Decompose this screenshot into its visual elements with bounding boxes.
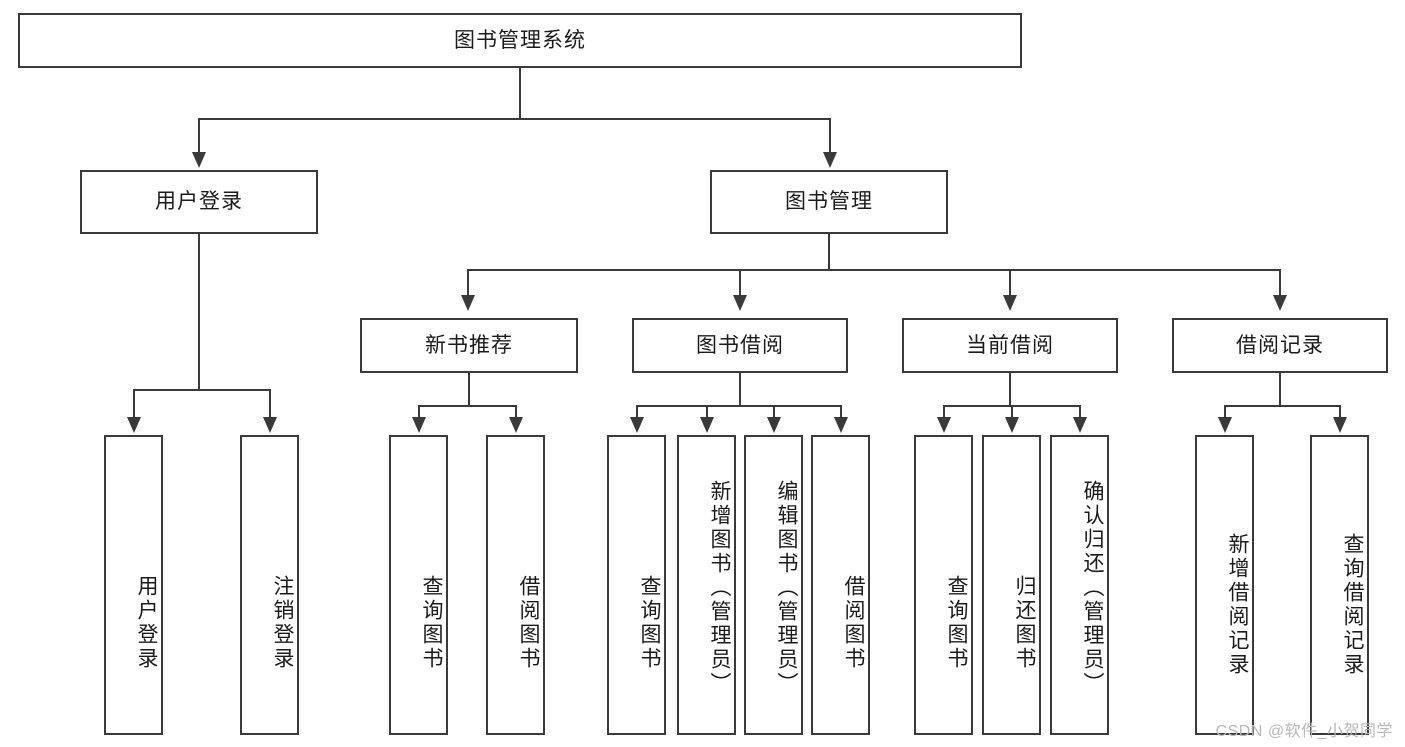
connector-borrow-record-bus: [1224, 405, 1341, 407]
connector-bb-to-leaf-4: [840, 405, 842, 419]
node-label: 注销登录: [271, 574, 294, 671]
arrow-root-to-user-login: [192, 152, 206, 168]
leaf-new-book-query-book[interactable]: 查询图书: [389, 435, 448, 735]
arrow-cb-to-leaf-2: [1005, 417, 1019, 433]
connector-user-login-bus: [133, 389, 270, 391]
leaf-borrow-record-add-record[interactable]: 新增借阅记录: [1195, 435, 1254, 735]
connector-book-management-stem: [828, 234, 830, 269]
connector-root-to-user-login: [198, 118, 200, 154]
node-label: 查询图书: [420, 574, 443, 671]
node-label: 当前借阅: [966, 333, 1054, 357]
arrow-bb-to-leaf-3: [767, 417, 781, 433]
leaf-user-login-login[interactable]: 用户登录: [104, 435, 163, 735]
arrow-root-to-book-management: [823, 152, 837, 168]
arrow-cb-to-leaf-3: [1073, 417, 1087, 433]
connector-br-to-leaf-2: [1339, 405, 1341, 419]
node-label: 编辑图书（管理员）: [775, 480, 798, 696]
node-user-login[interactable]: 用户登录: [80, 170, 318, 234]
connector-user-login-stem: [198, 234, 200, 389]
arrow-bb-to-leaf-2: [700, 417, 714, 433]
node-root-book-management-system[interactable]: 图书管理系统: [18, 13, 1022, 68]
leaf-book-borrow-borrow-book[interactable]: 借阅图书: [811, 435, 870, 735]
leaf-borrow-record-query-record[interactable]: 查询借阅记录: [1310, 435, 1369, 735]
arrow-user-login-to-leaf-1: [127, 417, 141, 433]
arrow-cb-to-leaf-1: [937, 417, 951, 433]
node-label: 用户登录: [135, 574, 158, 671]
leaf-new-book-borrow-book[interactable]: 借阅图书: [486, 435, 545, 735]
connector-book-borrow-bus: [636, 405, 841, 407]
node-label: 借阅记录: [1236, 333, 1324, 357]
node-label: 新增借阅记录: [1226, 533, 1249, 677]
connector-bb-to-leaf-1: [636, 405, 638, 419]
arrow-bb-to-leaf-1: [630, 417, 644, 433]
node-book-borrow[interactable]: 图书借阅: [632, 318, 848, 373]
connector-bm-to-new-book: [467, 269, 469, 297]
connector-borrow-record-stem: [1279, 373, 1281, 405]
connector-new-book-to-leaf-1: [418, 405, 420, 419]
connector-bm-to-borrow-record: [1279, 269, 1281, 297]
connector-bb-to-leaf-2: [706, 405, 708, 419]
connector-bm-to-book-borrow: [739, 269, 741, 297]
connector-book-borrow-stem: [739, 373, 741, 405]
node-new-book-recommend[interactable]: 新书推荐: [360, 318, 578, 373]
node-label: 图书借阅: [696, 333, 784, 357]
leaf-book-borrow-edit-book-admin[interactable]: 编辑图书（管理员）: [744, 435, 803, 735]
arrow-bb-to-leaf-4: [834, 417, 848, 433]
connector-cb-to-leaf-3: [1079, 405, 1081, 419]
node-borrow-record[interactable]: 借阅记录: [1172, 318, 1388, 373]
connector-root-stem: [519, 68, 521, 118]
connector-new-book-to-leaf-2: [515, 405, 517, 419]
node-label: 借阅图书: [517, 574, 540, 671]
node-book-management[interactable]: 图书管理: [710, 170, 948, 234]
leaf-current-borrow-query-book[interactable]: 查询图书: [914, 435, 973, 735]
connector-new-book-stem: [468, 373, 470, 405]
node-label: 新增图书（管理员）: [708, 480, 731, 696]
connector-root-bus: [198, 118, 831, 120]
node-label: 新书推荐: [425, 333, 513, 357]
arrow-user-login-to-leaf-2: [263, 417, 277, 433]
node-label: 归还图书: [1013, 574, 1036, 671]
connector-user-login-to-leaf-2: [269, 389, 271, 419]
connector-user-login-to-leaf-1: [133, 389, 135, 419]
node-label: 用户登录: [155, 190, 243, 214]
arrow-bm-to-new-book: [461, 295, 475, 311]
arrow-bm-to-book-borrow: [733, 295, 747, 311]
leaf-book-borrow-query-book[interactable]: 查询图书: [607, 435, 666, 735]
arrow-new-book-to-leaf-2: [509, 417, 523, 433]
node-label: 借阅图书: [842, 574, 865, 671]
connector-new-book-bus: [418, 405, 517, 407]
node-label: 查询图书: [945, 574, 968, 671]
leaf-current-borrow-return-book[interactable]: 归还图书: [982, 435, 1041, 735]
connector-book-management-bus: [467, 269, 1279, 271]
arrow-bm-to-borrow-record: [1273, 295, 1287, 311]
leaf-current-borrow-confirm-return-admin[interactable]: 确认归还（管理员）: [1050, 435, 1109, 735]
arrow-br-to-leaf-2: [1333, 417, 1347, 433]
node-label: 查询借阅记录: [1341, 533, 1364, 677]
node-label: 确认归还（管理员）: [1081, 480, 1104, 696]
connector-root-to-book-management: [829, 118, 831, 154]
arrow-new-book-to-leaf-1: [412, 417, 426, 433]
leaf-user-login-logout[interactable]: 注销登录: [240, 435, 299, 735]
connector-current-borrow-stem: [1009, 373, 1011, 405]
connector-br-to-leaf-1: [1224, 405, 1226, 419]
node-current-borrow[interactable]: 当前借阅: [902, 318, 1118, 373]
node-label: 图书管理: [785, 190, 873, 214]
node-label: 图书管理系统: [454, 28, 586, 52]
connector-cb-to-leaf-1: [943, 405, 945, 419]
arrow-bm-to-current-borrow: [1003, 295, 1017, 311]
node-label: 查询图书: [638, 574, 661, 671]
connector-cb-to-leaf-2: [1011, 405, 1013, 419]
connector-bb-to-leaf-3: [773, 405, 775, 419]
connector-bm-to-current-borrow: [1009, 269, 1011, 297]
arrow-br-to-leaf-1: [1218, 417, 1232, 433]
leaf-book-borrow-add-book-admin[interactable]: 新增图书（管理员）: [677, 435, 736, 735]
